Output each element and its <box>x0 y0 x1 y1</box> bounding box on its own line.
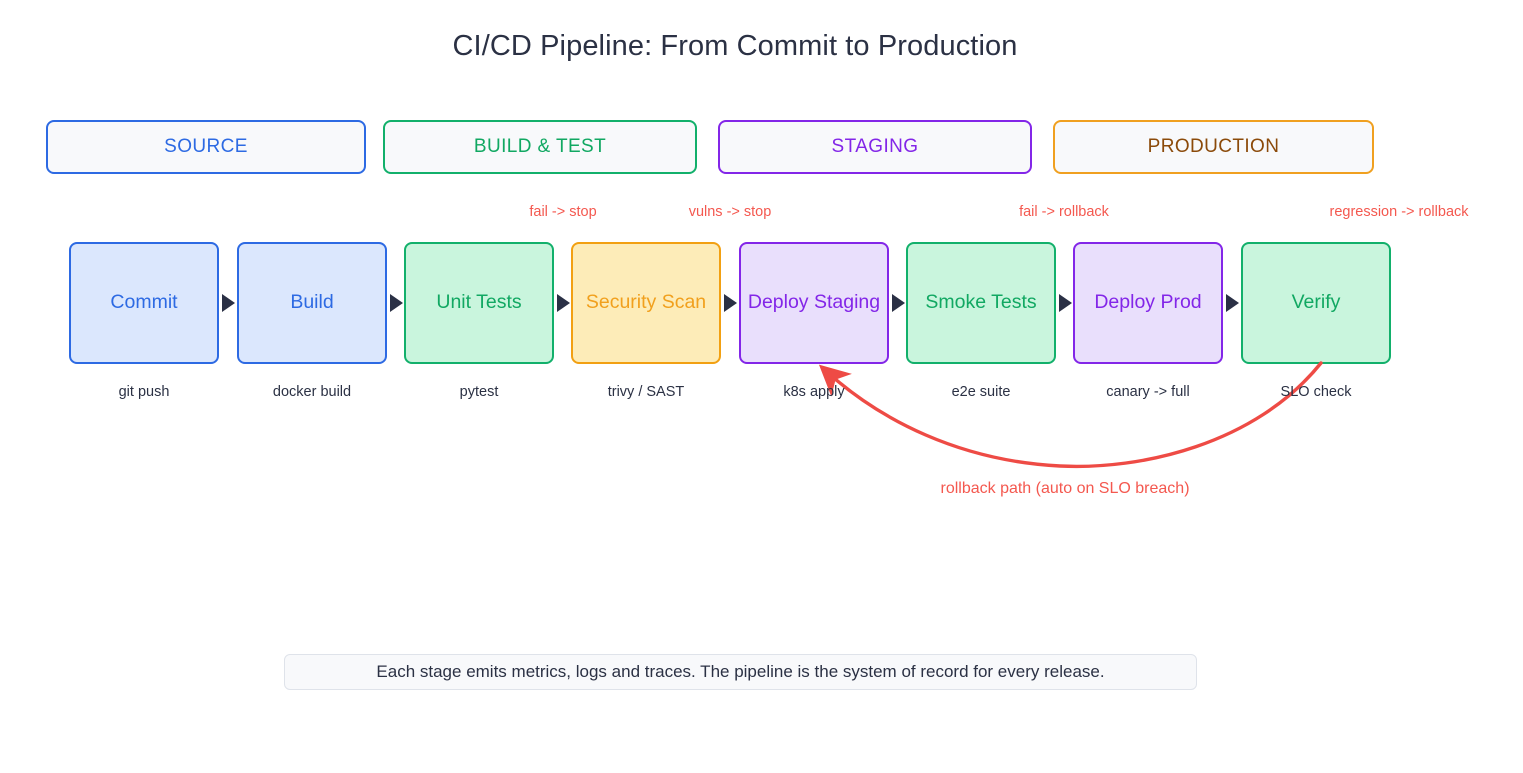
lane-header-label: BUILD & TEST <box>473 136 607 157</box>
connector-arrow-3 <box>554 242 572 364</box>
stage-label: Verify <box>1291 291 1341 314</box>
stage-label: Smoke Tests <box>925 291 1037 314</box>
stage-sublabel-unit-tests: pytest <box>459 384 499 400</box>
failure-branch-label-1: fail -> stop <box>529 204 597 220</box>
failure-branch-label-3: fail -> rollback <box>1019 204 1109 220</box>
stage-sublabel-smoke-tests: e2e suite <box>951 384 1011 400</box>
stage-box-build[interactable]: Build <box>237 242 387 364</box>
stage-label: Unit Tests <box>436 291 522 314</box>
lane-header-source[interactable]: SOURCE <box>46 120 366 174</box>
connector-arrow-5 <box>889 242 907 364</box>
lane-header-label: SOURCE <box>164 136 248 157</box>
lane-header-label: STAGING <box>831 136 919 157</box>
footer-note: Each stage emits metrics, logs and trace… <box>284 654 1197 690</box>
failure-branch-label-2: vulns -> stop <box>688 204 772 220</box>
stage-sublabel-deploy-prod: canary -> full <box>1106 384 1190 400</box>
stage-label: Commit <box>110 291 178 314</box>
stage-sublabel-security-scan: trivy / SAST <box>607 384 685 400</box>
connector-arrow-7 <box>1223 242 1241 364</box>
stage-box-commit[interactable]: Commit <box>69 242 219 364</box>
stage-box-deploy-prod[interactable]: Deploy Prod <box>1073 242 1223 364</box>
lane-header-staging[interactable]: STAGING <box>718 120 1032 174</box>
pipeline-stage-row: Commit Build Unit Tests Security Scan Deploy… <box>0 242 1523 367</box>
stage-box-security-scan[interactable]: Security Scan <box>571 242 721 364</box>
arrow-right-icon <box>389 294 403 312</box>
lane-header-row: SOURCE BUILD & TEST STAGING PRODUCTION <box>46 120 1376 176</box>
lane-header-label: PRODUCTION <box>1147 136 1280 157</box>
stage-box-verify[interactable]: Verify <box>1241 242 1391 364</box>
failure-branch-label-4: regression -> rollback <box>1329 204 1469 220</box>
stage-label: Deploy Staging <box>747 291 881 314</box>
arrow-right-icon <box>723 294 737 312</box>
lane-header-production[interactable]: PRODUCTION <box>1053 120 1374 174</box>
arrow-right-icon <box>1225 294 1239 312</box>
arrow-right-icon <box>891 294 905 312</box>
connector-arrow-4 <box>721 242 739 364</box>
connector-arrow-1 <box>219 242 237 364</box>
lane-header-build-test[interactable]: BUILD & TEST <box>383 120 697 174</box>
connector-arrow-2 <box>387 242 405 364</box>
stage-sublabel-build: docker build <box>272 384 352 400</box>
stage-label: Build <box>290 291 334 314</box>
stage-box-deploy-staging[interactable]: Deploy Staging <box>739 242 889 364</box>
rollback-path-label: rollback path (auto on SLO breach) <box>940 480 1190 497</box>
stage-box-unit-tests[interactable]: Unit Tests <box>404 242 554 364</box>
stage-label: Security Scan <box>585 291 707 314</box>
stage-label: Deploy Prod <box>1094 291 1202 314</box>
arrow-right-icon <box>1058 294 1072 312</box>
stage-box-smoke-tests[interactable]: Smoke Tests <box>906 242 1056 364</box>
page-title: CI/CD Pipeline: From Commit to Productio… <box>452 30 1018 62</box>
stage-sublabel-verify: SLO check <box>1280 384 1352 400</box>
arrow-right-icon <box>556 294 570 312</box>
connector-arrow-6 <box>1056 242 1074 364</box>
stage-sublabel-commit: git push <box>118 384 170 400</box>
stage-sublabel-deploy-staging: k8s apply <box>783 384 845 400</box>
arrow-right-icon <box>221 294 235 312</box>
